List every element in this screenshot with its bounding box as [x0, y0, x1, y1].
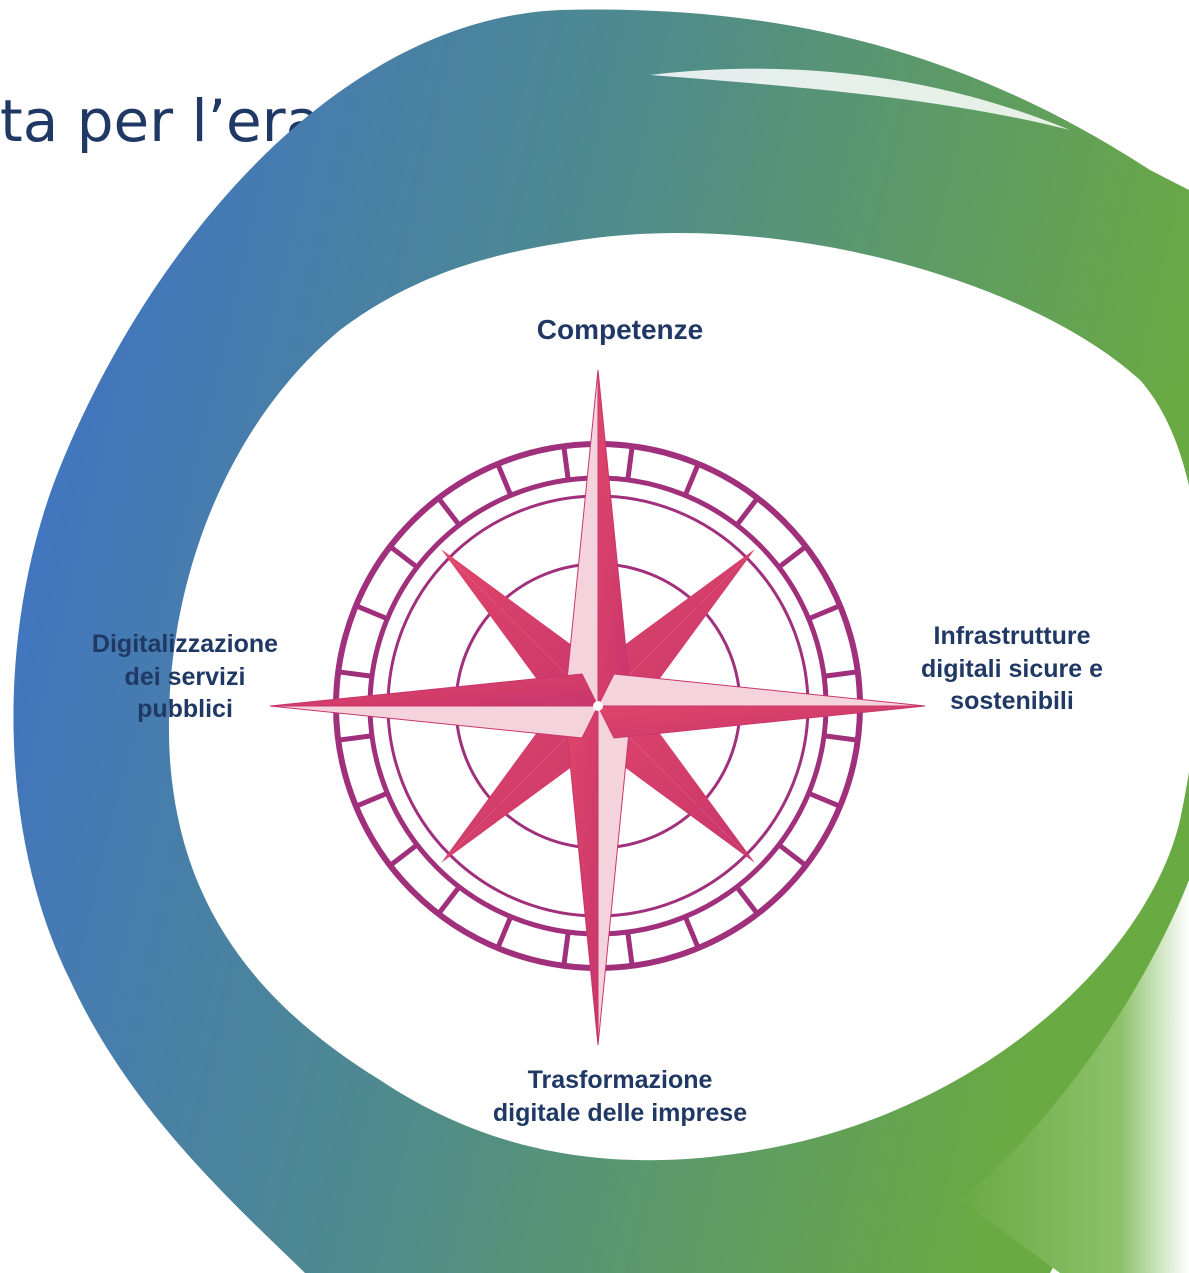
compass-tick: [495, 915, 514, 950]
compass-tick: [807, 790, 842, 809]
compass-tick: [436, 885, 462, 916]
compass-tick: [388, 544, 419, 570]
pillar-label-right: Infrastrutture digitali sicure e sosteni…: [920, 622, 1103, 715]
compass-tick: [734, 885, 760, 916]
pillar-label-top: Competenze: [536, 314, 704, 345]
compass-tick: [354, 790, 389, 809]
compass-tick: [625, 931, 635, 967]
compass-tick: [807, 603, 842, 622]
compass-tick: [436, 496, 462, 527]
compass-tick: [777, 842, 808, 868]
compass-tick: [734, 496, 760, 527]
pillar-label-bottom: Trasformazione digitale delle imprese: [492, 1066, 748, 1127]
compass-tick: [682, 915, 701, 950]
compass-tick: [388, 842, 419, 868]
swoosh-ring: [13, 9, 1189, 1273]
compass-tick: [777, 544, 808, 570]
compass-tick: [495, 462, 514, 497]
compass-tick: [682, 462, 701, 497]
compass-rose: [269, 369, 926, 1046]
compass-tick: [354, 603, 389, 622]
compass-tick: [625, 445, 635, 481]
pillar-label-left: Digitalizzazione dei servizi pubblici: [91, 630, 279, 723]
compass-tick: [823, 733, 859, 743]
compass-tick: [561, 931, 571, 967]
compass-tick: [561, 445, 571, 481]
compass-tick: [337, 669, 373, 679]
slide-title: ta per l’era: [0, 87, 322, 155]
compass-tick: [337, 733, 373, 743]
compass-tick: [823, 669, 859, 679]
